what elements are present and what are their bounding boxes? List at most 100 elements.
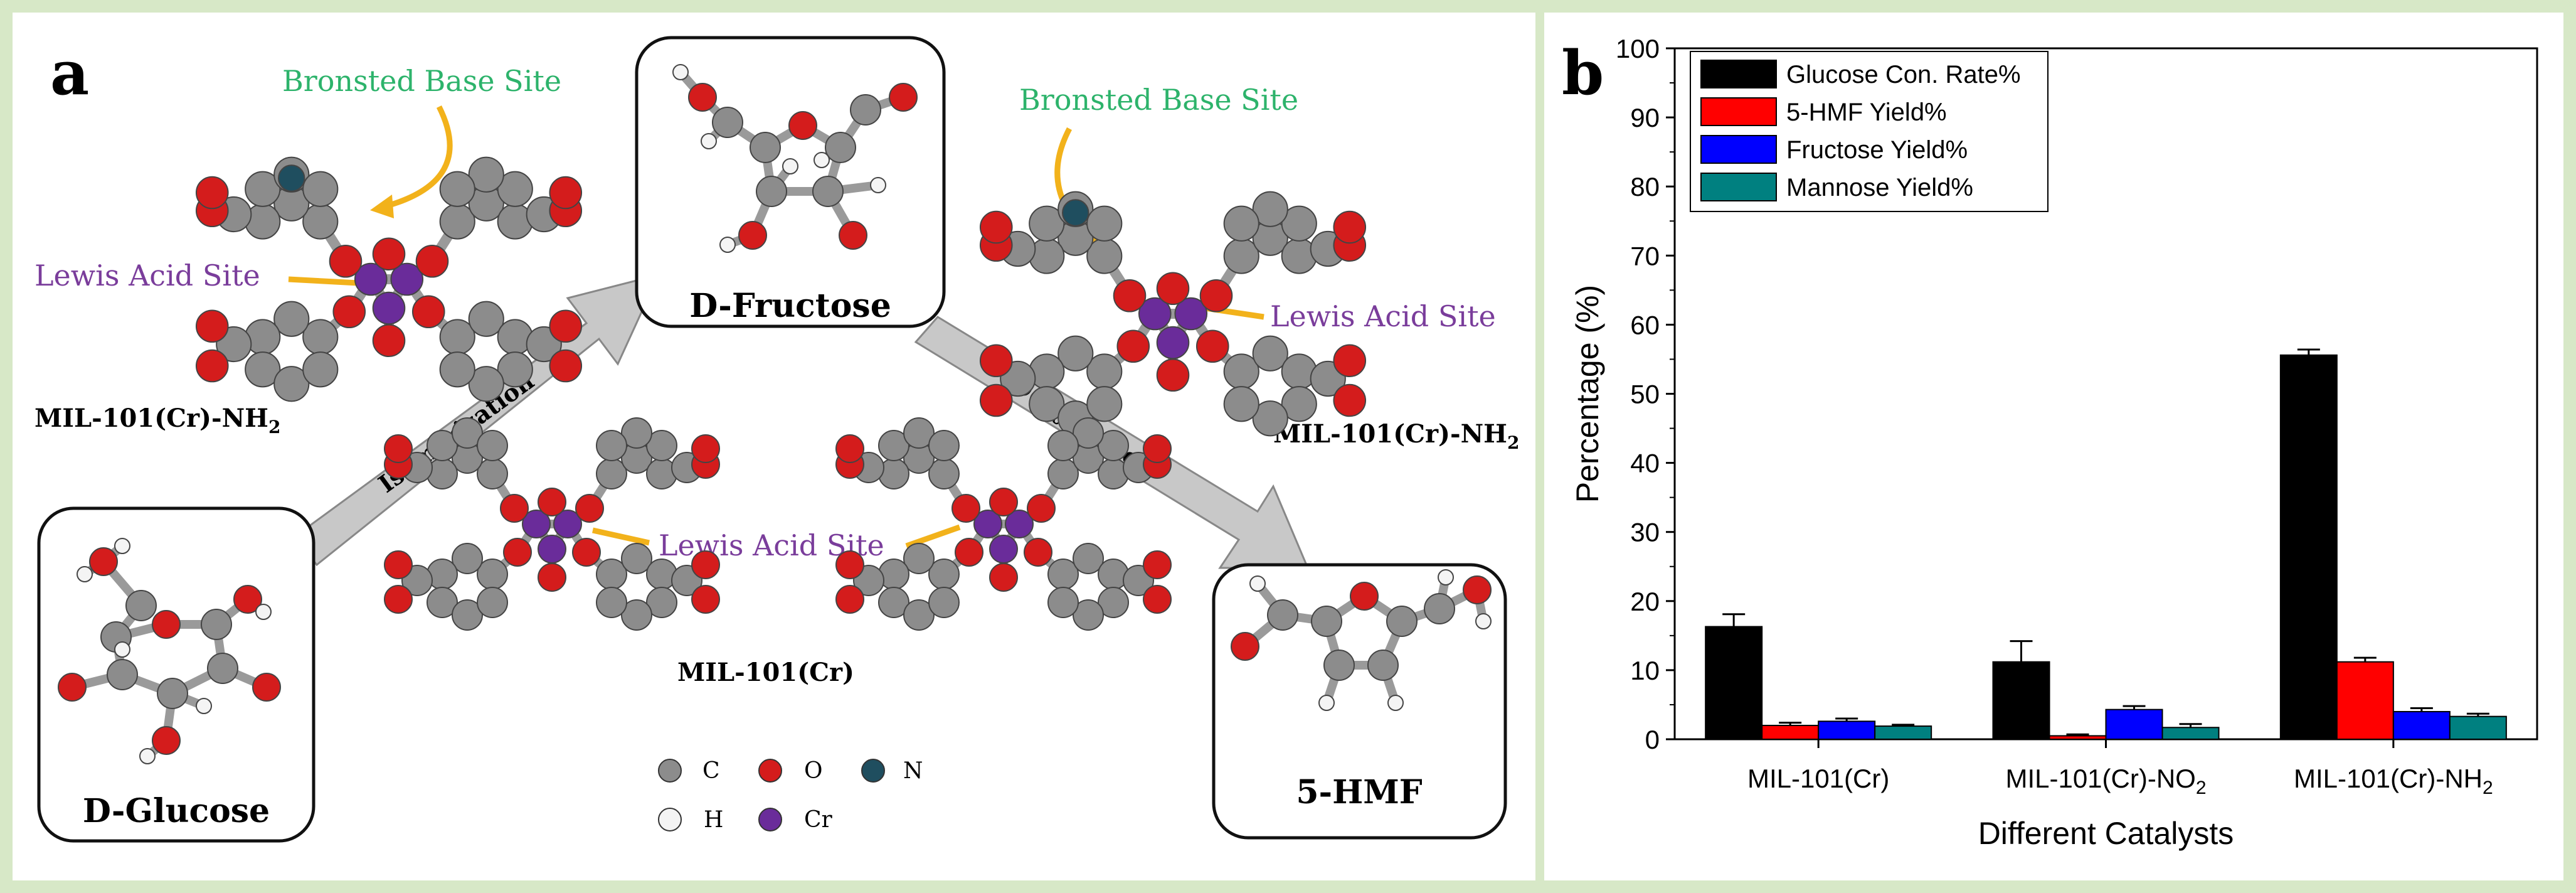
- atom-o: [384, 434, 413, 463]
- legend-nitrogen-label: N: [903, 758, 923, 784]
- atom-c: [1311, 606, 1342, 637]
- atom-c: [621, 417, 652, 449]
- atom-c: [477, 587, 508, 618]
- legend-label-0: Glucose Con. Rate%: [1786, 61, 2021, 88]
- atom-c: [452, 417, 483, 449]
- bar-3-1: [2161, 727, 2220, 740]
- bronsted-base-site-right: Bronsted Base Site: [1019, 83, 1298, 117]
- atom-o: [503, 538, 532, 567]
- atom-c: [878, 430, 909, 461]
- atom-o: [538, 563, 566, 592]
- atom-o: [58, 673, 87, 702]
- atom-o: [979, 210, 1013, 244]
- d-fructose-molecule: [672, 64, 918, 253]
- atom-h: [196, 698, 212, 714]
- atom-o: [979, 344, 1013, 378]
- legend-swatch-1: [1700, 97, 1777, 126]
- atom-h: [870, 177, 886, 193]
- legend-label-3: Mannose Yield%: [1786, 174, 1973, 201]
- atom-o: [835, 434, 864, 463]
- atom-o: [688, 83, 717, 112]
- atom-c: [107, 659, 138, 690]
- atom-cr: [538, 535, 566, 564]
- atom-c: [452, 599, 483, 631]
- atom-c: [750, 132, 781, 163]
- y-tick-label: 80: [1630, 172, 1660, 201]
- atom-o: [1333, 383, 1367, 417]
- panel-b-letter: b: [1562, 38, 1604, 109]
- atom-h: [814, 152, 830, 168]
- panel-divider: [1535, 13, 1544, 880]
- atom-h: [672, 64, 689, 80]
- atom-o: [1116, 329, 1150, 363]
- atom-c: [273, 366, 310, 402]
- atom-o: [411, 295, 445, 329]
- atom-o: [989, 563, 1018, 592]
- atom-o: [691, 434, 720, 463]
- y-tick-label: 100: [1616, 34, 1660, 63]
- mof-center-label: MIL-101(Cr): [677, 658, 854, 687]
- atom-o: [384, 550, 413, 579]
- atom-o: [951, 494, 980, 523]
- lewis-pointer-center-a: [592, 527, 650, 546]
- atom-c: [1323, 650, 1355, 681]
- atom-n: [278, 164, 305, 192]
- atom-o: [372, 324, 406, 358]
- bronsted-base-site-left: Bronsted Base Site: [282, 64, 561, 98]
- legend-hydrogen-label: H: [704, 807, 723, 833]
- x-axis-title: Different Catalysts: [1978, 816, 2234, 851]
- atom-o: [1195, 329, 1229, 363]
- atom-o: [1156, 358, 1190, 392]
- atom-c: [427, 587, 458, 618]
- atom-o: [549, 176, 583, 210]
- atom-o: [835, 550, 864, 579]
- hmf-molecule: [1231, 569, 1492, 711]
- lewis-acid-site-right: Lewis Acid Site: [1270, 299, 1496, 333]
- atom-o: [738, 221, 767, 250]
- atom-o: [955, 538, 983, 567]
- atom-c: [468, 156, 504, 193]
- atom-o: [1333, 210, 1367, 244]
- atom-cr: [522, 510, 551, 538]
- atom-h: [1318, 695, 1335, 711]
- y-tick-label: 30: [1630, 518, 1660, 547]
- atom-o: [89, 547, 118, 576]
- mof-center-structure-a: [384, 417, 720, 631]
- atom-o: [575, 494, 604, 523]
- atom-c: [928, 587, 960, 618]
- y-tick-label: 40: [1630, 449, 1660, 478]
- atom-c: [439, 171, 475, 207]
- atom-c: [596, 587, 627, 618]
- legend-swatch-2: [1700, 135, 1777, 164]
- bar-0-1: [1992, 661, 2050, 740]
- atom-n: [1062, 199, 1089, 227]
- atom-c: [1073, 417, 1104, 449]
- atom-c: [621, 599, 652, 631]
- legend-chromium-dot: [758, 808, 782, 832]
- atom-c: [1098, 430, 1129, 461]
- atom-c: [273, 301, 310, 337]
- atom-c: [1073, 599, 1104, 631]
- atom-c: [1267, 599, 1298, 631]
- atom-c: [903, 417, 935, 449]
- bar-0-2: [2279, 354, 2338, 740]
- atom-c: [452, 543, 483, 574]
- atom-c: [427, 430, 458, 461]
- atom-c: [712, 107, 743, 138]
- d-glucose-label: D-Glucose: [83, 792, 270, 830]
- atom-c: [302, 351, 339, 388]
- atom-o: [549, 349, 583, 383]
- atom-o: [195, 349, 229, 383]
- atom-c: [497, 351, 533, 388]
- legend-label-2: Fructose Yield%: [1786, 136, 1968, 164]
- atom-c: [1223, 386, 1259, 422]
- atom-c: [1086, 386, 1123, 422]
- legend-oxygen-dot: [758, 759, 782, 783]
- mof-nh2-right-label: MIL-101(Cr)-NH2: [1273, 419, 1519, 453]
- atom-h: [1475, 613, 1492, 629]
- y-tick-label: 60: [1630, 310, 1660, 340]
- atom-c: [1386, 606, 1418, 637]
- atom-o: [1143, 434, 1172, 463]
